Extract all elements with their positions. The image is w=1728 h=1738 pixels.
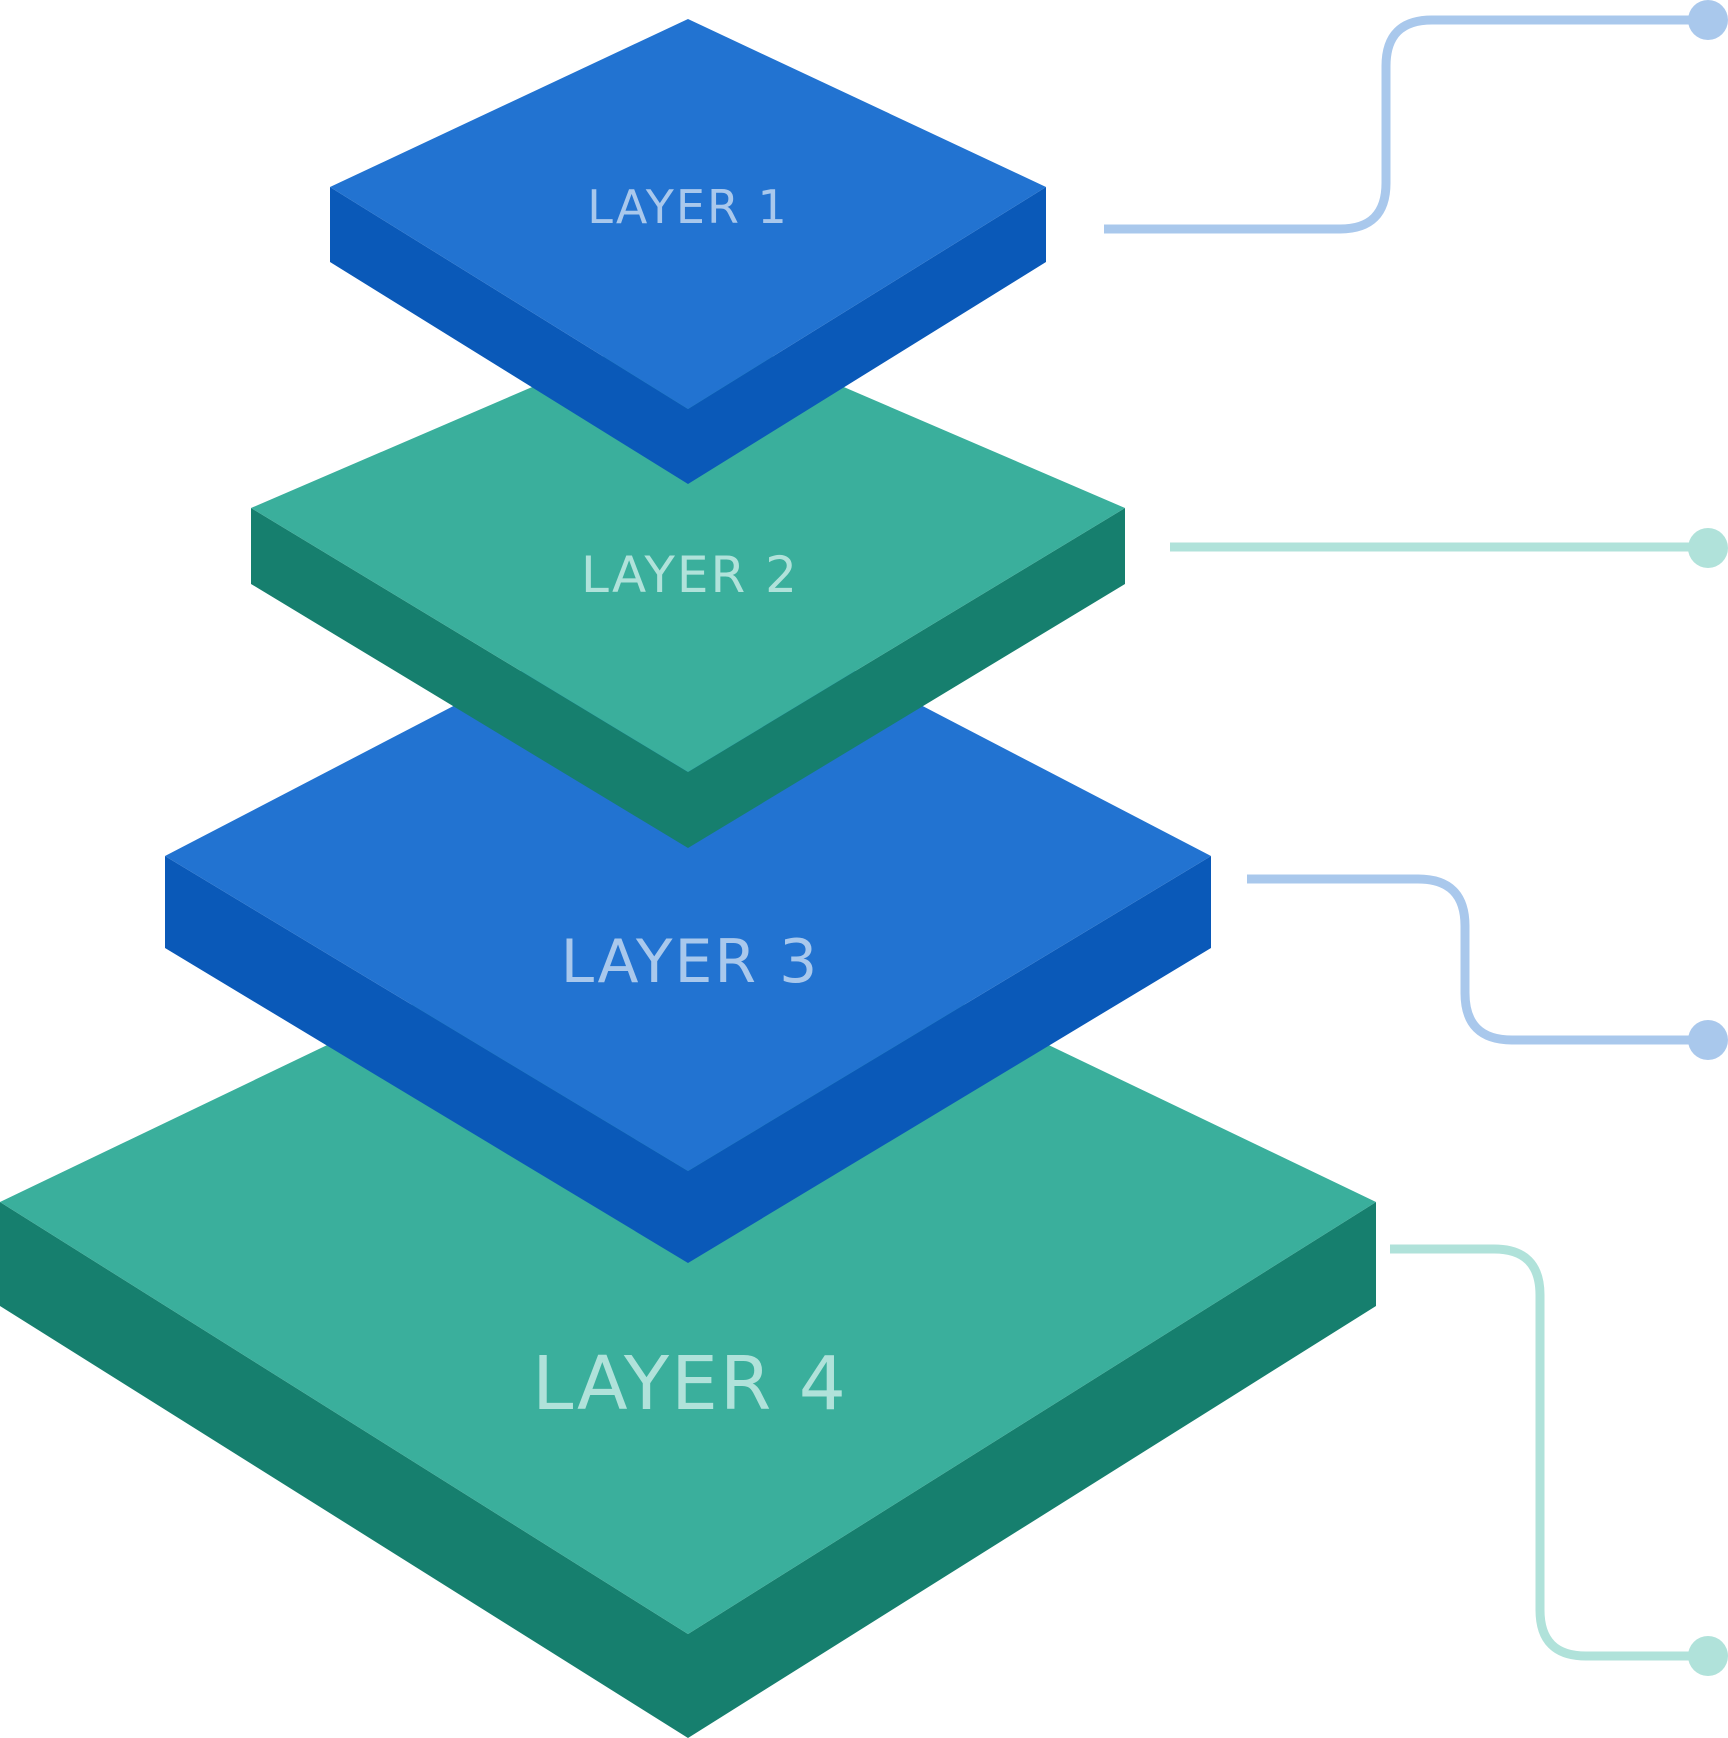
layer-3-connector-dot	[1688, 1020, 1728, 1060]
layer-1-right-side	[688, 187, 1046, 484]
layer-2-left-side	[251, 508, 688, 848]
layer-4-right-side	[688, 1202, 1376, 1738]
layer-4-connector-dot	[1688, 1636, 1728, 1676]
layer-2-right-side	[688, 508, 1125, 848]
layer-2-top-face	[251, 320, 1125, 772]
layer-2-connector	[1170, 528, 1728, 568]
layer-3-label: LAYER 3	[561, 927, 820, 997]
layer-1-connector-line	[1104, 15, 1692, 234]
layer-3-top-face	[165, 584, 1211, 1171]
layer-3-slab: LAYER 3	[165, 584, 1211, 1263]
layer-2-label: LAYER 2	[581, 546, 799, 604]
layer-1-slab: LAYER 1	[330, 19, 1046, 484]
layer-2-connector-dot	[1688, 528, 1728, 568]
layer-3-left-side	[165, 856, 688, 1263]
layer-1-left-side	[330, 187, 688, 484]
layer-4-connector	[1390, 1244, 1728, 1676]
layer-2-slab: LAYER 2	[251, 320, 1125, 848]
layer-4-left-side	[0, 1202, 688, 1738]
layer-1-label: LAYER 1	[587, 180, 789, 234]
layer-3-connector	[1247, 874, 1728, 1060]
layer-3-connector-line	[1247, 874, 1692, 1045]
layer-4-connector-line	[1390, 1244, 1692, 1661]
layer-1-connector-dot	[1688, 0, 1728, 40]
layer-4-label: LAYER 4	[532, 1341, 848, 1427]
layer-1-top-face	[330, 19, 1046, 409]
layer-1-connector	[1104, 0, 1728, 234]
layer-3-right-side	[688, 856, 1211, 1263]
